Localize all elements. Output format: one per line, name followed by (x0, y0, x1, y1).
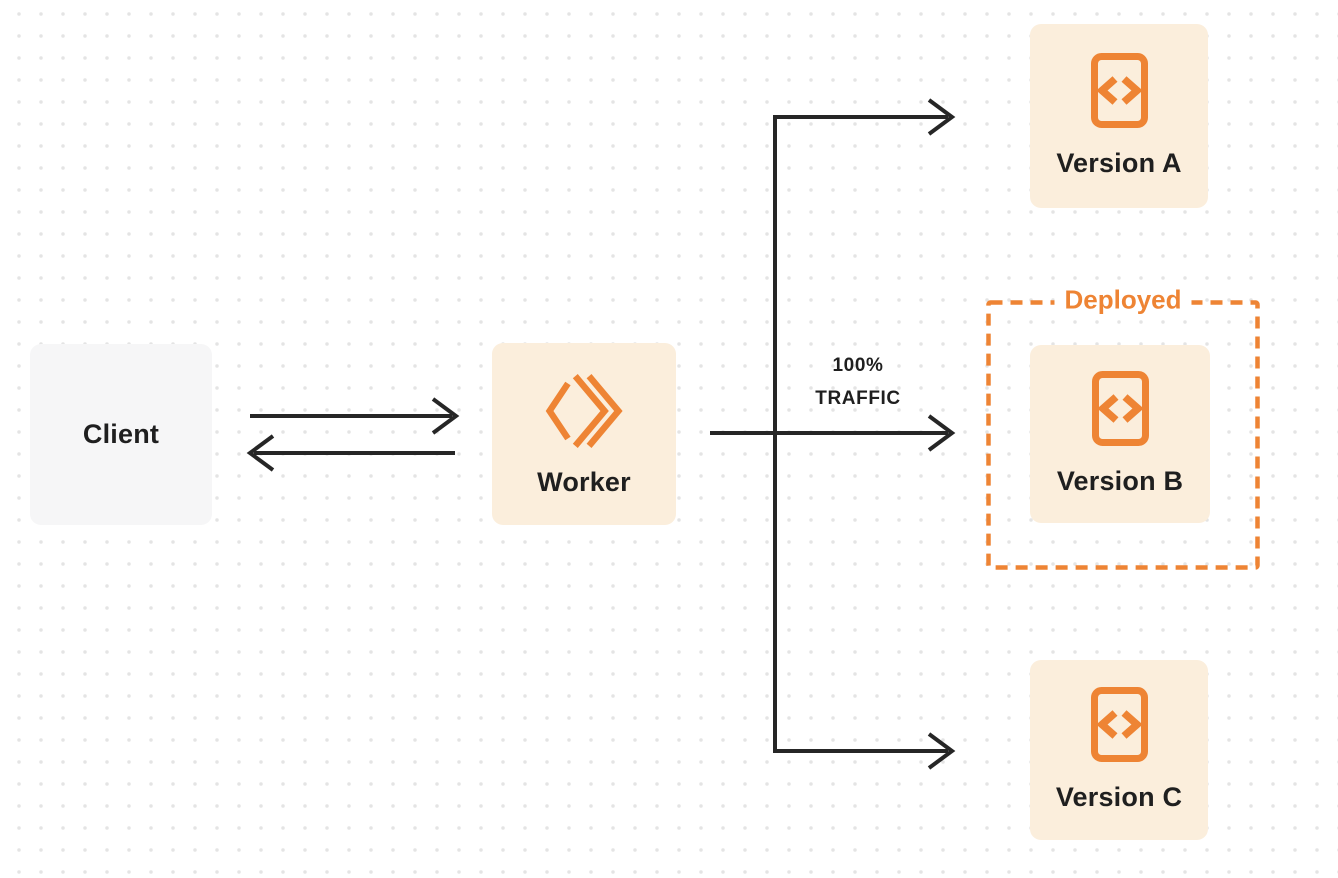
traffic-word: TRAFFIC (815, 388, 901, 410)
client-to-worker-arrowhead (431, 397, 460, 435)
worker-to-version-b-arrowhead (927, 414, 956, 452)
version-a-node: Version A (1030, 24, 1208, 208)
deployed-group: Deployed (986, 284, 1260, 570)
traffic-percentage-label: 100% TRAFFIC (815, 349, 900, 416)
code-file-icon (1090, 53, 1148, 128)
deployed-label: Deployed (1054, 284, 1192, 316)
traffic-percentage-value: 100% (832, 355, 884, 376)
version-b-node: Version B (1030, 345, 1210, 523)
code-file-icon (1090, 687, 1148, 762)
version-c-node: Version C (1030, 660, 1208, 840)
branch-to-version-c-arrowhead (927, 732, 956, 770)
client-node: Client (30, 344, 212, 525)
code-file-icon (1091, 371, 1149, 446)
deployed-dashed-border (986, 300, 1260, 570)
version-c-label: Version C (1055, 782, 1183, 812)
branch-to-version-a-arrowhead (927, 98, 956, 136)
workers-logo-icon (545, 373, 623, 448)
version-b-label: Version B (1056, 466, 1184, 496)
version-a-label: Version A (1056, 148, 1182, 178)
worker-label: Worker (537, 466, 631, 497)
client-label: Client (82, 419, 160, 449)
branch-trunk-line (773, 115, 948, 753)
worker-to-client-arrowhead (246, 434, 275, 472)
worker-node: Worker (492, 343, 676, 525)
